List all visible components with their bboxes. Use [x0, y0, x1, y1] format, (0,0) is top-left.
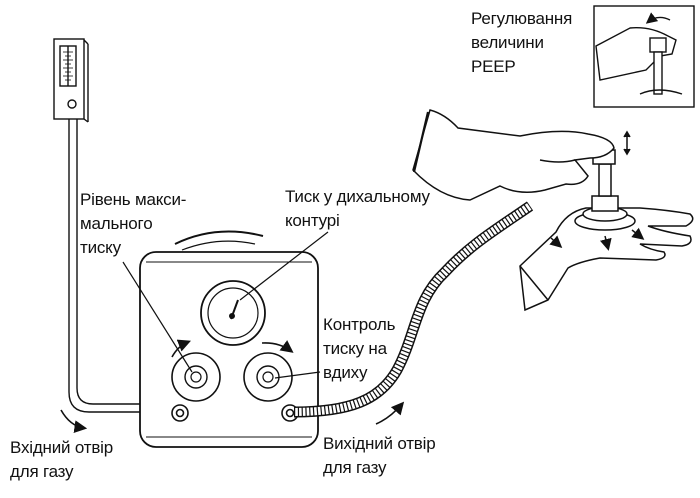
gas-inlet-label-line: для газу: [10, 462, 74, 481]
pressure-gauge-icon: [200, 280, 266, 346]
ports: [171, 404, 299, 422]
circuit-pressure-label-line: контурі: [285, 211, 340, 230]
max-pressure-label-line: тиску: [80, 238, 121, 257]
inspiration-control-label: Контроль тиску на вдиху: [323, 313, 395, 385]
max-pressure-label-line: Рівень макси-: [80, 190, 187, 209]
max-pressure-knob: [171, 339, 221, 402]
max-pressure-label-line: мального: [80, 214, 153, 233]
circuit-pressure-label-line: Тиск у дихальному: [285, 187, 430, 206]
gas-outlet-label-line: для газу: [323, 458, 387, 477]
peep-adjust-label-line: Регулювання: [471, 9, 573, 28]
inspiration-knob: [243, 340, 294, 402]
gloved-hand-icon: [412, 109, 615, 201]
corrugated-tube-icon: [293, 201, 534, 418]
leader-lines: [122, 231, 329, 379]
flow-arrows: [60, 401, 405, 433]
inspiration-control-label-line: вдиху: [323, 363, 368, 382]
gas-outlet-label: Вихідний отвір для газу: [323, 432, 436, 480]
manometer-icon: [53, 38, 89, 123]
gas-inlet-label-line: Вхідний отвір: [10, 438, 113, 457]
max-pressure-label: Рівень макси- мального тиску: [80, 188, 186, 260]
gas-outlet-label-line: Вихідний отвір: [323, 434, 436, 453]
inspiration-control-label-line: Контроль: [323, 315, 396, 334]
peep-adjust-label-line: PEEP: [471, 57, 516, 76]
peep-adjust-label-line: величини: [471, 33, 544, 52]
peep-adjust-label: Регулювання величини PEEP: [471, 7, 572, 79]
inspiration-control-label-line: тиску на: [323, 339, 387, 358]
circuit-pressure-label: Тиск у дихальному контурі: [285, 185, 430, 233]
peep-inset: [593, 5, 695, 108]
gloved-hand-icon: [519, 207, 694, 312]
gas-line: [68, 119, 172, 413]
gas-inlet-label: Вхідний отвір для газу: [10, 436, 113, 484]
peep-valve-icon: [574, 130, 636, 231]
